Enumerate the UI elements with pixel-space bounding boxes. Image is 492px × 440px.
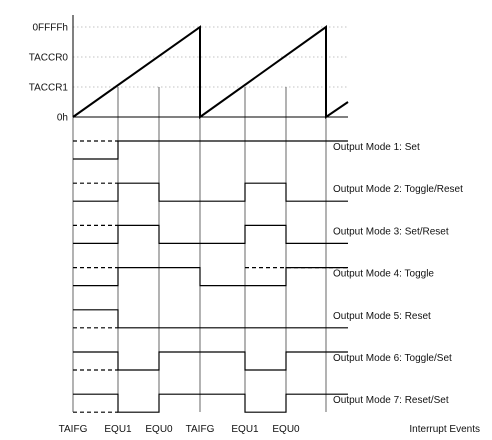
event-label-5: EQU0 <box>272 424 300 435</box>
mode-label-4: Output Mode 4: Toggle <box>333 269 434 280</box>
waveform-mode-7 <box>73 393 348 413</box>
waveform-mode-3 <box>73 224 348 244</box>
event-label-1: EQU1 <box>104 424 132 435</box>
counter-grid <box>73 26 348 88</box>
waveform-mode-5 <box>73 309 348 329</box>
mode-label-6: Output Mode 6: Toggle/Set <box>333 353 452 364</box>
counter-waveform <box>72 15 349 119</box>
mode-label-1: Output Mode 1: Set <box>333 142 420 153</box>
waveform-mode-2 <box>73 182 348 202</box>
waveform-mode-4 <box>73 267 348 287</box>
level-label-max: 0FFFFh <box>32 23 68 34</box>
level-label-zero: 0h <box>57 113 68 124</box>
output-mode-waveforms <box>73 140 348 413</box>
level-label-ccr1: TACCR1 <box>29 83 69 94</box>
counter-ramp <box>72 25 349 119</box>
mode-label-7: Output Mode 7: Reset/Set <box>333 395 449 406</box>
waveform-mode-6 <box>73 351 348 371</box>
mode-label-2: Output Mode 2: Toggle/Reset <box>333 184 463 195</box>
event-label-3: TAIFG <box>186 424 215 435</box>
mode-label-3: Output Mode 3: Set/Reset <box>333 226 449 237</box>
level-label-ccr0: TACCR0 <box>29 53 69 64</box>
waveform-mode-1 <box>73 140 348 160</box>
event-label-4: EQU1 <box>231 424 259 435</box>
mode-label-5: Output Mode 5: Reset <box>333 311 431 322</box>
interrupt-events-title: Interrupt Events <box>409 424 480 435</box>
event-label-2: EQU0 <box>145 424 173 435</box>
event-label-0: TAIFG <box>59 424 88 435</box>
